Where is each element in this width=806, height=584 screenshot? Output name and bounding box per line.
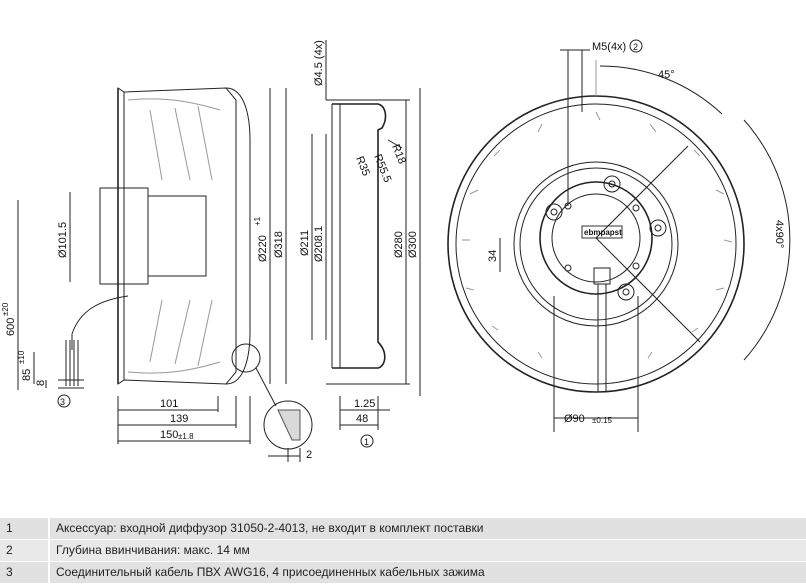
dim-gap-2: 2 [306, 449, 312, 461]
dim-d211: Ø211 [299, 230, 311, 256]
callout-2: 2 [633, 42, 638, 52]
dim-r55-5: R55.5 [371, 153, 393, 185]
note-number: 2 [0, 540, 50, 561]
dim-strip-85: 85 [21, 369, 33, 381]
dim-d90-tol: ±0.15 [592, 416, 613, 425]
note-number: 3 [0, 562, 50, 583]
dim-len-150-tol: ±1.8 [178, 432, 194, 441]
note-row: 3 Соединительный кабель ПВХ AWG16, 4 при… [0, 562, 806, 584]
section-view: Ø4.5 (4x) R18 R55.5 R35 Ø211 Ø208.1 Ø280… [299, 40, 421, 448]
brand-label: ebmpapst [584, 228, 622, 237]
dim-r18: R18 [389, 143, 408, 166]
dim-angle-4x90: 4x90° [773, 220, 785, 248]
dim-cable-600: 600 [5, 318, 17, 336]
dim-d318: Ø318 [273, 231, 285, 258]
dim-r35: R35 [353, 155, 372, 178]
note-text: Глубина ввинчивания: макс. 14 мм [56, 543, 250, 557]
callout-1: 1 [364, 437, 369, 447]
dim-strip-8: 8 [35, 380, 47, 386]
dim-d220-tol: +1 [253, 216, 262, 226]
callout-3: 3 [60, 397, 65, 407]
dim-d280: Ø280 [393, 231, 405, 258]
dim-len-101: 101 [160, 398, 178, 410]
note-text: Соединительный кабель ПВХ AWG16, 4 присо… [56, 565, 485, 579]
dim-cable-600-tol: ±20 [1, 302, 10, 316]
note-row: 1 Аксессуар: входной диффузор 31050-2-40… [0, 518, 806, 540]
dim-angle-45: 45° [658, 69, 675, 81]
dim-offset-34: 34 [487, 250, 499, 262]
dim-thk-1-25: 1.25 [354, 398, 375, 410]
dim-strip-85-tol: ±10 [17, 350, 26, 364]
note-number: 1 [0, 518, 50, 539]
dim-d300: Ø300 [407, 231, 419, 258]
technical-drawing: 2 Ø101.5 Ø220 +1 Ø318 600 ±20 85 ±10 8 3… [1, 39, 791, 462]
dim-thk-48: 48 [356, 413, 368, 425]
dim-d208-1: Ø208.1 [313, 226, 325, 262]
note-row: 2 Глубина ввинчивания: макс. 14 мм [0, 540, 806, 562]
dim-d101-5: Ø101.5 [57, 222, 69, 258]
dim-len-139: 139 [170, 413, 188, 425]
dim-hole: Ø4.5 (4x) [313, 40, 325, 86]
front-view: ebmpapst 45° 4x90° M5(4x) 2 34 Ø90 ±0.15 [447, 39, 791, 432]
dim-d90: Ø90 [564, 413, 585, 425]
side-view: 2 Ø101.5 Ø220 +1 Ø318 600 ±20 85 ±10 8 3… [1, 87, 313, 462]
dim-thread-m5: M5(4x) [592, 41, 626, 53]
note-text: Аксессуар: входной диффузор 31050-2-4013… [56, 521, 484, 535]
notes-table: 1 Аксессуар: входной диффузор 31050-2-40… [0, 518, 806, 584]
dim-d220: Ø220 [257, 235, 269, 262]
dim-len-150: 150 [160, 429, 178, 441]
